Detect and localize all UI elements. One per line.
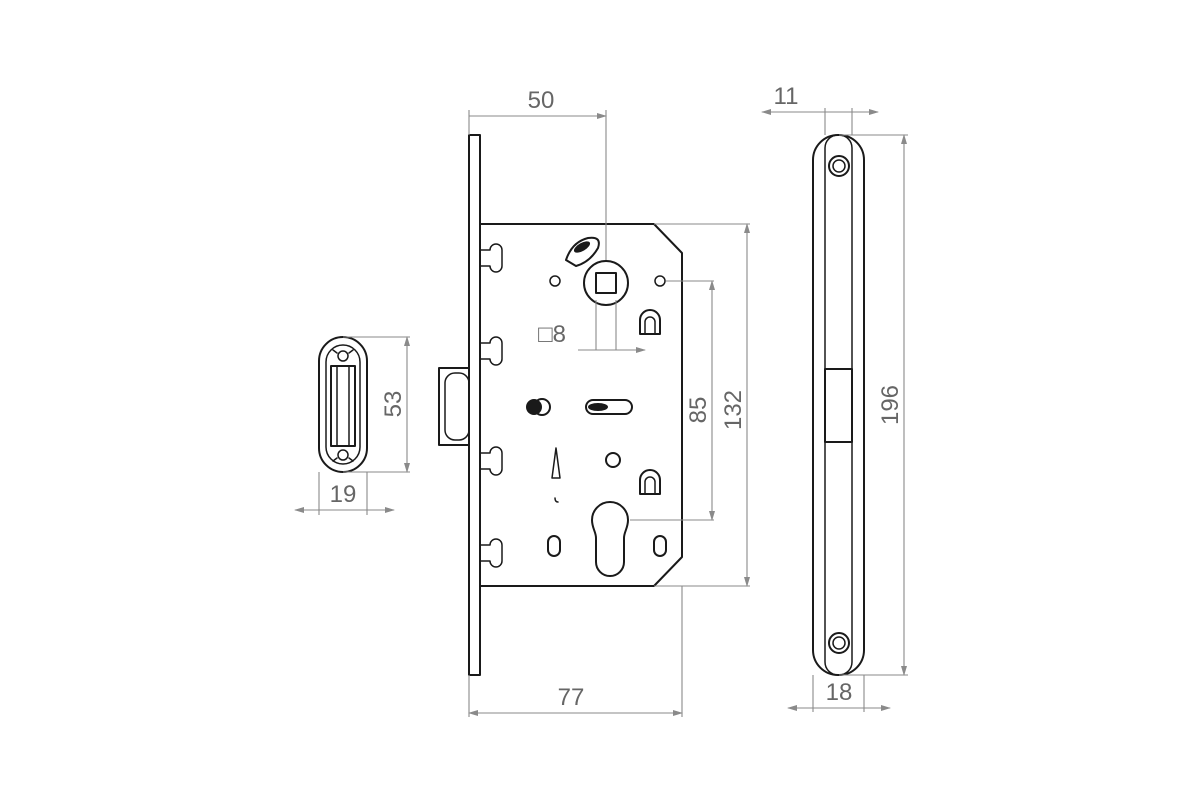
screw-hole-icon	[337, 449, 349, 461]
hole-icon	[654, 275, 666, 287]
face-plate	[812, 134, 865, 676]
dim-label-77: 77	[558, 684, 585, 711]
screw-hole-icon	[828, 632, 850, 654]
dim-label-19: 19	[330, 481, 357, 508]
spindle-follower	[565, 236, 629, 306]
dim-label-85: 85	[685, 397, 712, 424]
dimension-labels: 50 □8 85 132 77 53 19 11 196 18	[330, 83, 904, 711]
screw-hole-icon	[337, 350, 349, 362]
strike-plate	[318, 336, 368, 473]
hole-icon	[549, 275, 561, 287]
dim-label-50: 50	[528, 87, 555, 114]
dim-label-53: 53	[380, 391, 407, 418]
dim-label-18: 18	[826, 679, 853, 706]
dimension-lines	[294, 108, 908, 717]
rivet-pins	[479, 243, 503, 568]
screw-hole-icon	[828, 155, 850, 177]
dim-label-square-8: □8	[538, 321, 566, 348]
dim-label-132: 132	[720, 390, 747, 430]
dim-label-11: 11	[774, 83, 799, 110]
dim-label-196: 196	[877, 385, 904, 425]
lock-body	[438, 134, 683, 676]
